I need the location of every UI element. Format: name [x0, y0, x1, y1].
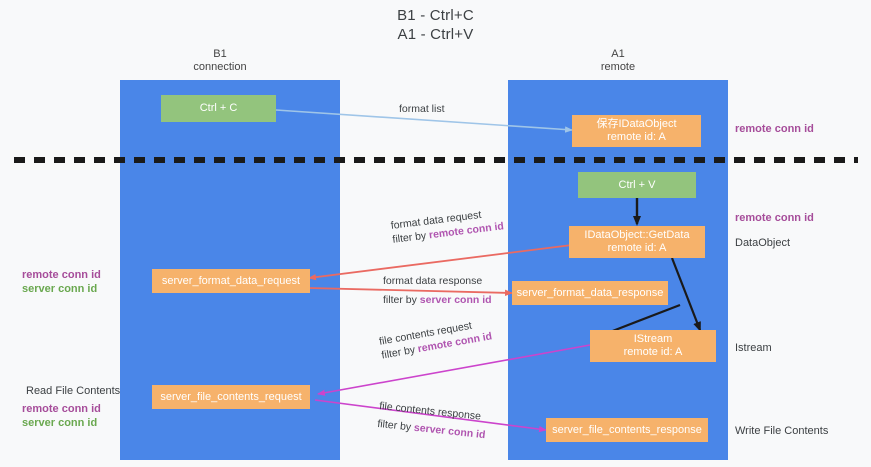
- fmt-res-filter-prefix: filter by: [383, 294, 420, 306]
- node-getdata-remote-id: remote id: A: [607, 242, 667, 254]
- node-ctrl-c-label: Ctrl + C: [199, 102, 238, 114]
- node-ctrl-c[interactable]: Ctrl + C: [161, 95, 276, 122]
- node-save-idataobject-remote-id: remote id: A: [607, 131, 666, 143]
- annotation-dataobject: DataObject: [735, 237, 791, 249]
- edge-label-format-data-response-line1: format data response: [383, 275, 483, 287]
- lane-b1-name: B1: [213, 48, 227, 60]
- lane-header-b1: B1 connection: [150, 48, 290, 74]
- node-ctrl-v-label: Ctrl + V: [618, 178, 656, 191]
- lane-header-a1: A1 remote: [548, 48, 688, 74]
- arrow-file-contents-response: [314, 399, 547, 433]
- arrow-file-contents-request: [317, 344, 591, 396]
- arrow-response-to-istream: [609, 303, 681, 334]
- node-server-format-data-response[interactable]: server_format_data_response: [512, 281, 668, 305]
- edge-label-format-data-response: format data response filter by server co…: [383, 274, 492, 307]
- arrow-format-data-response: [308, 287, 513, 297]
- node-istream-label: IStream: [633, 333, 673, 345]
- lane-b1-sub: connection: [193, 61, 247, 73]
- annotation-read-file-contents: Read File Contents: [26, 385, 121, 397]
- edge-label-format-data-response-line2: filter by server conn id: [383, 293, 492, 307]
- annotation-write-file-contents: Write File Contents: [735, 425, 829, 437]
- title-line-2: A1 - Ctrl+V: [397, 26, 474, 43]
- node-idataobject-getdata[interactable]: IDataObject::GetData remote id: A: [569, 226, 705, 258]
- annotation-left-server-conn-id-2: server conn id: [22, 417, 98, 429]
- node-ctrl-v[interactable]: Ctrl + V: [578, 172, 696, 198]
- lane-a1-sub: remote: [600, 61, 636, 73]
- node-server-file-contents-request[interactable]: server_file_contents_request: [152, 385, 310, 409]
- node-save-idataobject-label: 保存IDataObject: [596, 118, 677, 130]
- edge-label-format-list: format list: [399, 103, 445, 115]
- title-line-1: B1 - Ctrl+C: [397, 7, 474, 24]
- annotation-left-remote-conn-id: remote conn id: [22, 269, 101, 281]
- arrow-format-list: [275, 109, 573, 133]
- arrow-format-data-request: [308, 244, 573, 281]
- annotation-left-remote-conn-id-2: remote conn id: [22, 403, 101, 415]
- arrow-getdata-to-istream: [670, 257, 702, 332]
- node-server-format-data-request-label: server_format_data_request: [161, 274, 301, 287]
- annotation-istream: Istream: [735, 342, 772, 354]
- node-istream-remote-id: remote id: A: [623, 346, 683, 358]
- node-server-file-contents-response[interactable]: server_file_contents_response: [546, 418, 708, 442]
- node-getdata-label: IDataObject::GetData: [584, 229, 690, 241]
- node-istream[interactable]: IStream remote id: A: [590, 330, 716, 362]
- node-save-idataobject[interactable]: 保存IDataObject remote id: A: [572, 115, 701, 147]
- annotation-left-server-conn-id: server conn id: [22, 283, 98, 295]
- node-server-format-data-response-label: server_format_data_response: [516, 286, 664, 299]
- fmt-res-filter-key: server conn id: [419, 294, 492, 306]
- node-server-format-data-request[interactable]: server_format_data_request: [152, 269, 310, 293]
- annotation-right-remote-conn-id-mid: remote conn id: [735, 212, 814, 224]
- lane-a1-name: A1: [611, 48, 625, 60]
- node-server-file-contents-request-label: server_file_contents_request: [160, 390, 302, 403]
- annotation-right-remote-conn-id-top: remote conn id: [735, 123, 814, 135]
- diagram-title: B1 - Ctrl+C A1 - Ctrl+V: [0, 6, 871, 44]
- node-server-file-contents-response-label: server_file_contents_response: [552, 423, 702, 436]
- file-res-filter-prefix: filter by: [376, 417, 415, 434]
